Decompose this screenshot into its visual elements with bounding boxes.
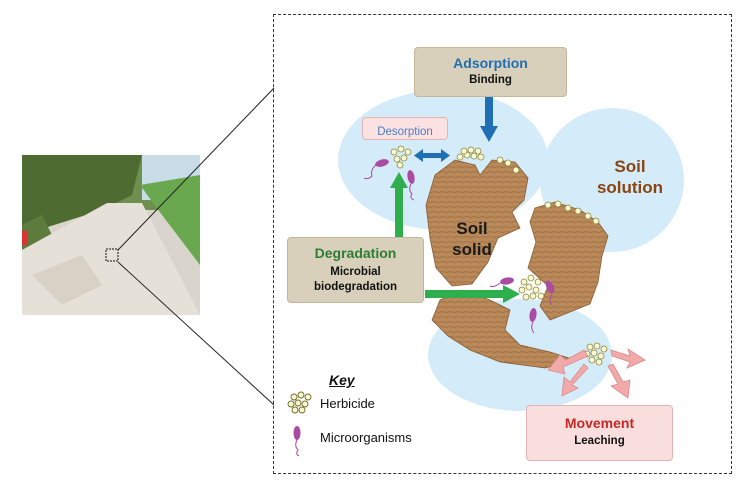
- soil-solution-label: Soil solution: [596, 157, 664, 197]
- orchard-road-photo: [22, 155, 200, 315]
- microorganism-icon: [489, 277, 514, 288]
- degradation-arrow-right: [425, 285, 520, 303]
- zoomed-soil-diagram-frame: [273, 14, 732, 474]
- herbicide-cluster-bound-top: [456, 146, 520, 174]
- herbicide-cluster-middle: [518, 274, 545, 301]
- adsorption-box: Adsorption Binding: [414, 47, 567, 97]
- microorganism-icon: [545, 280, 555, 306]
- soil-solid-label: Soil solid: [452, 219, 492, 259]
- microorganism-icon: [363, 159, 389, 180]
- desorption-double-arrow: [414, 149, 450, 162]
- zoom-region-marker: [105, 248, 119, 262]
- binding-label: Binding: [469, 74, 512, 86]
- leaching-arrows: [547, 348, 646, 399]
- movement-box: Movement Leaching: [526, 405, 673, 461]
- herbicide-cluster-desorbed: [390, 145, 412, 169]
- adsorption-arrow: [480, 97, 498, 142]
- movement-title: Movement: [564, 415, 635, 431]
- herbicide-key-label: Herbicide: [320, 396, 375, 411]
- desorption-label: Desorption: [377, 126, 433, 138]
- adsorption-title: Adsorption: [453, 55, 528, 71]
- microorganism-key-icon: [293, 426, 301, 457]
- microorganism-icon: [529, 308, 537, 334]
- leaching-label: Leaching: [574, 435, 625, 447]
- degradation-title: Degradation: [314, 245, 397, 261]
- microorganism-icon: [407, 170, 415, 201]
- soil-solid-aggregate-bottom: [431, 289, 577, 369]
- herbicide-cluster-leaching: [583, 342, 608, 366]
- herbicide-key-icon: [287, 391, 312, 414]
- microorganisms-key-label: Microorganisms: [320, 430, 412, 445]
- microbial-biodegradation-label: Microbial biodegradation: [313, 266, 398, 293]
- soil-solid-aggregate-left: [425, 159, 529, 287]
- herbicide-cluster-bound-right: [544, 200, 600, 225]
- desorption-box: Desorption: [362, 117, 448, 140]
- degradation-arrow-up: [390, 172, 408, 238]
- degradation-box: Degradation Microbial biodegradation: [287, 237, 424, 303]
- key-title: Key: [329, 372, 355, 388]
